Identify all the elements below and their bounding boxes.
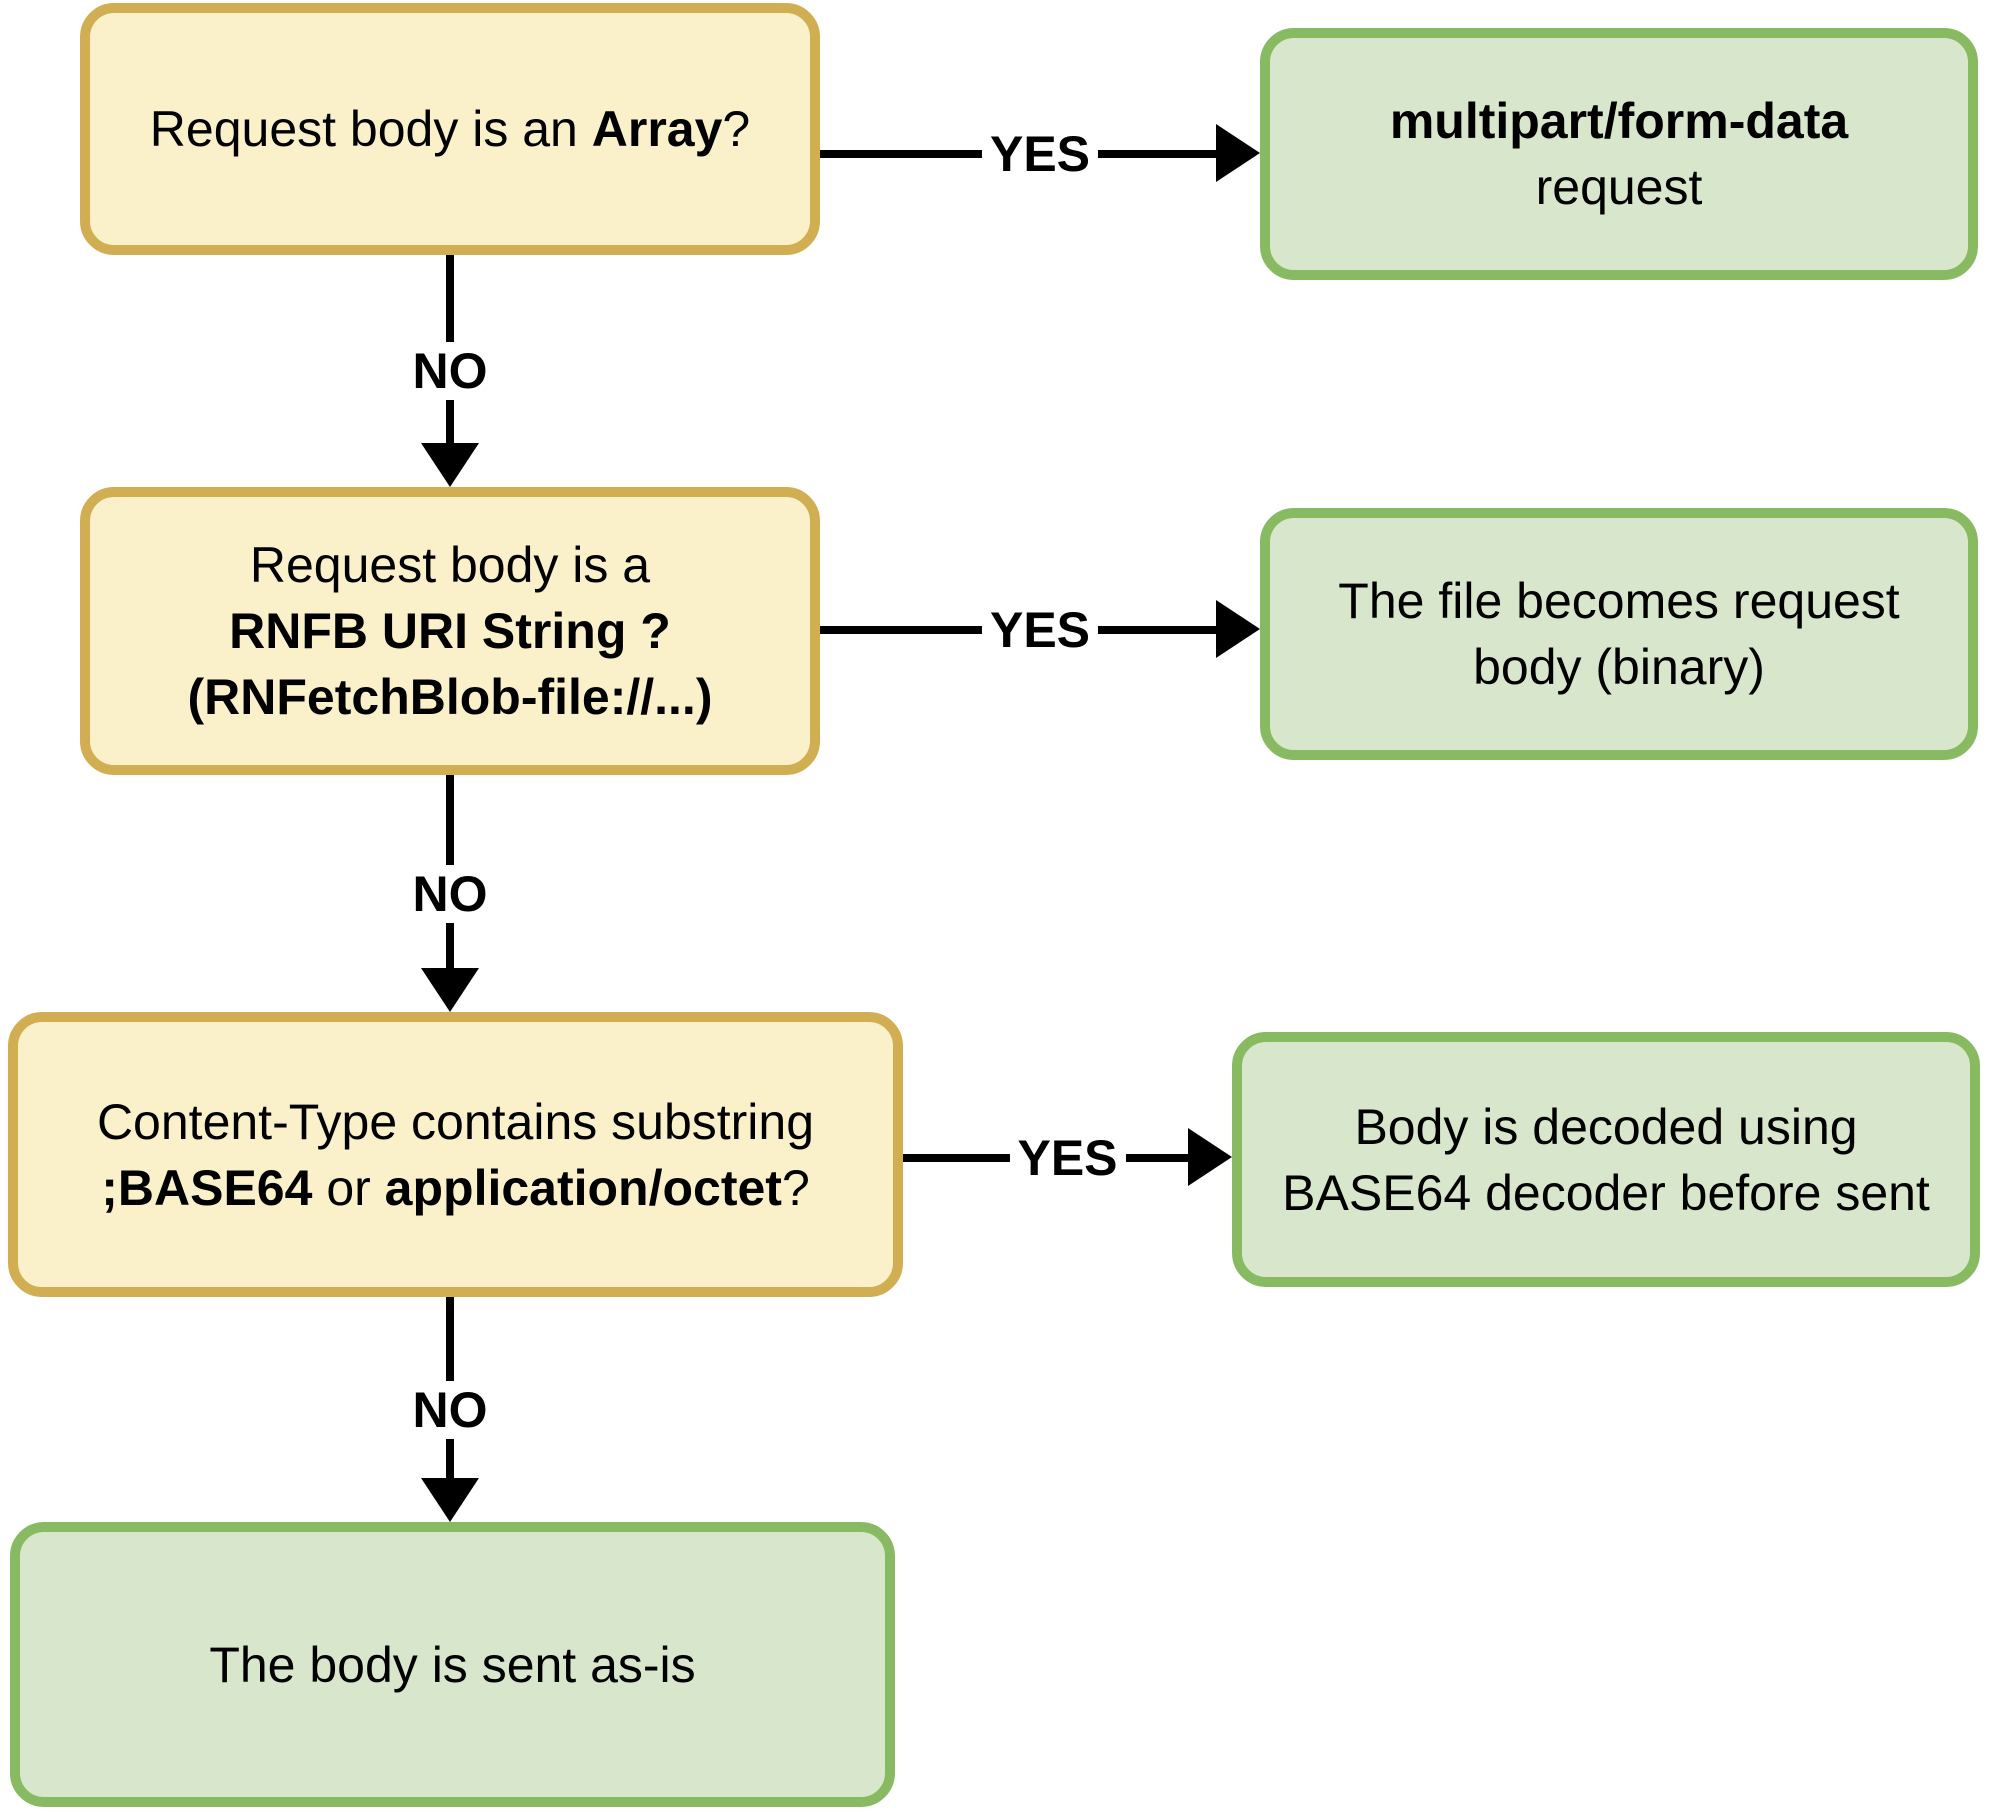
edge-no-rnfb-to-content-type: NO (390, 775, 510, 1012)
arrowhead-down-icon (421, 443, 479, 487)
edge-no-content-type-to-as-is: NO (390, 1297, 510, 1522)
text-segment: ? (781, 1159, 810, 1216)
node-text-line: The file becomes request (1338, 573, 1900, 629)
text-segment-bold: application/octet (384, 1159, 782, 1216)
edge-label-no: NO (404, 864, 496, 923)
node-text-line: request (1535, 159, 1703, 215)
node-question-rnfb-uri-string: Request body is a RNFB URI String ? (RNF… (80, 487, 820, 775)
arrowhead-down-icon (421, 1478, 479, 1522)
edge-yes-rnfb-to-file-body: YES (820, 598, 1260, 662)
node-text-line: ;BASE64 or application/octet? (101, 1155, 810, 1221)
text-segment: ? (722, 101, 751, 157)
node-text-line: RNFB URI String ? (229, 603, 671, 659)
text-segment: Request body is an (149, 101, 592, 157)
text-segment-bold: ;BASE64 (101, 1159, 313, 1216)
edge-label-no: NO (404, 1380, 496, 1439)
node-result-body-sent-as-is: The body is sent as-is (10, 1522, 895, 1807)
text-segment-bold: Array (591, 101, 723, 157)
text-segment: or (312, 1159, 385, 1216)
arrowhead-right-icon (1216, 124, 1260, 182)
node-text: Request body is an Array? (150, 96, 750, 162)
arrowhead-right-icon (1216, 600, 1260, 658)
node-text-line: (RNFetchBlob-file://...) (187, 669, 713, 725)
node-result-base64-decoded: Body is decoded using BASE64 decoder bef… (1232, 1032, 1980, 1287)
node-question-request-body-array: Request body is an Array? (80, 3, 820, 255)
edge-yes-array-to-multipart: YES (820, 122, 1260, 186)
node-result-file-becomes-body: The file becomes request body (binary) (1260, 508, 1978, 760)
node-text-line: body (binary) (1473, 639, 1765, 695)
edge-yes-content-type-to-base64-decode: YES (903, 1126, 1232, 1190)
arrowhead-down-icon (421, 968, 479, 1012)
node-text-line: Body is decoded using (1354, 1098, 1858, 1155)
node-question-content-type-base64: Content-Type contains substring ;BASE64 … (8, 1012, 903, 1297)
node-text-line: The body is sent as-is (209, 1636, 696, 1693)
node-text-line: BASE64 decoder before sent (1282, 1164, 1930, 1221)
arrowhead-right-icon (1188, 1128, 1232, 1186)
edge-label-yes: YES (981, 601, 1099, 659)
node-result-multipart-form-data: multipart/form-data request (1260, 28, 1978, 280)
edge-label-yes: YES (981, 125, 1099, 183)
node-text-line: Content-Type contains substring (96, 1093, 815, 1150)
edge-no-array-to-rnfb-uri: NO (390, 255, 510, 487)
node-text-line: Request body is a (249, 537, 651, 593)
edge-label-no: NO (404, 342, 496, 400)
edge-label-yes: YES (1009, 1129, 1126, 1187)
node-text-line: multipart/form-data (1389, 93, 1849, 149)
